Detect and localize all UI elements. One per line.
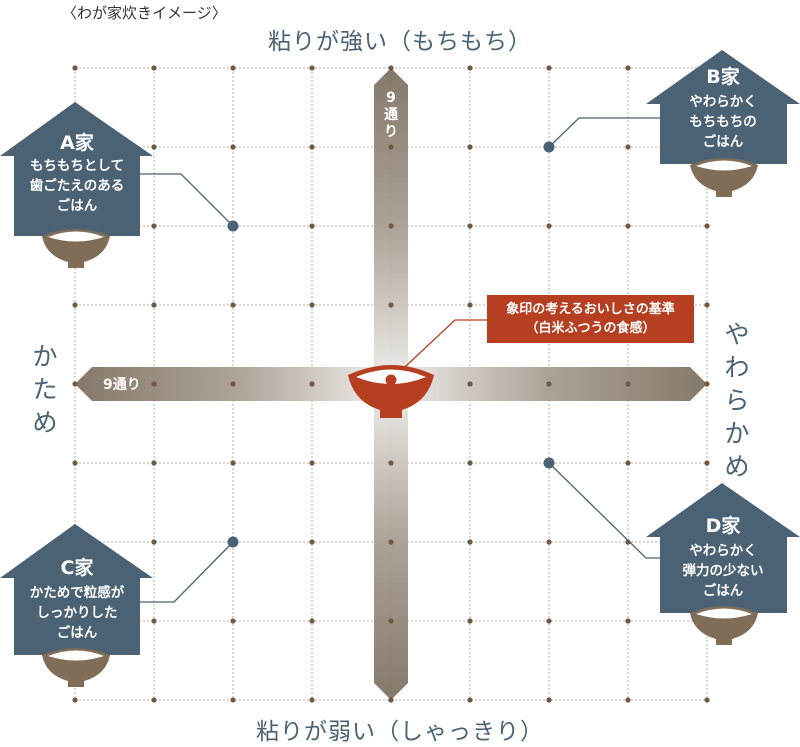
house-b-shape — [646, 50, 800, 164]
point-b — [543, 141, 555, 153]
vertical-bar-label: 9 通 り — [384, 90, 398, 140]
point-c — [227, 536, 239, 548]
axis-label-bottom: 粘りが弱い（しゃっきり） — [256, 719, 544, 745]
center-bowl-icon — [348, 365, 434, 418]
leader-line-a — [140, 173, 234, 227]
house-d-shape — [646, 483, 800, 613]
bowl-c-icon — [42, 648, 110, 687]
leader-line-b — [548, 117, 660, 148]
grid-dots — [72, 65, 710, 703]
house-a-shape — [0, 102, 153, 236]
bowl-b-icon — [690, 158, 758, 197]
bowl-a-icon — [42, 229, 110, 268]
axis-label-right: や わ ら か め — [724, 320, 750, 481]
standard-callout: 象印の考えるおいしさの基準 （白米ふつうの食感） — [487, 295, 694, 343]
horizontal-bar-label: 9通り — [103, 377, 141, 393]
bowl-d-icon — [690, 606, 758, 645]
point-d — [543, 457, 555, 469]
house-c-shape — [0, 524, 153, 655]
axis-label-left: か た め — [32, 342, 58, 437]
leader-line-c — [140, 541, 234, 603]
leader-line-d — [548, 462, 660, 559]
point-a — [227, 220, 239, 232]
diagram-caption: 〈わが家炊きイメージ〉 — [62, 4, 227, 22]
axis-label-top: 粘りが強い（もちもち） — [268, 29, 532, 55]
